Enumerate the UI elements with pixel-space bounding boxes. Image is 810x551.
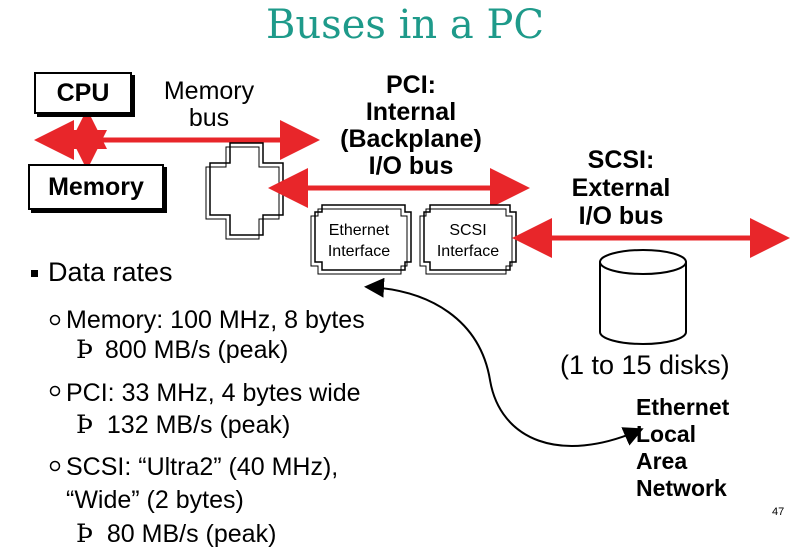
- implies-icon: Þ: [76, 410, 93, 439]
- disks-label: (1 to 15 disks): [560, 350, 730, 380]
- memory-bus-label: Memory bus: [163, 77, 255, 132]
- ethernet-network-arrow: [364, 277, 644, 447]
- page-number: 47: [772, 506, 785, 518]
- ethernet-interface-shape: [314, 204, 412, 271]
- pci-bus-label: PCI: Internal (Backplane) I/O bus: [340, 71, 482, 180]
- scsi-interface-label: SCSI Interface: [436, 222, 500, 260]
- memory-box: Memory: [28, 164, 164, 210]
- bullet-circle-2: [49, 385, 61, 397]
- slide-title: Buses in a PC: [266, 2, 544, 48]
- implies-icon: Þ: [76, 519, 93, 548]
- bullet-circle-3: [49, 460, 61, 472]
- scsi-bus-label: SCSI: External I/O bus: [571, 146, 671, 230]
- bullet-circle-1: [49, 314, 61, 326]
- ethernet-network-label: Ethernet Local Area Network: [636, 394, 730, 501]
- bullet-square: [31, 270, 38, 277]
- cpu-box: CPU: [34, 72, 132, 114]
- implies-icon: Þ: [76, 335, 93, 364]
- disk-cylinder: [599, 249, 687, 345]
- scsi-interface-shape: [423, 204, 517, 271]
- bridge-chip-shape: [209, 142, 284, 236]
- bullet-heading: Data rates: [48, 257, 173, 287]
- ethernet-interface-label: Ethernet Interface: [327, 222, 391, 260]
- bullet-scsi: SCSI: “Ultra2” (40 MHz), “Wide” (2 bytes…: [66, 453, 339, 548]
